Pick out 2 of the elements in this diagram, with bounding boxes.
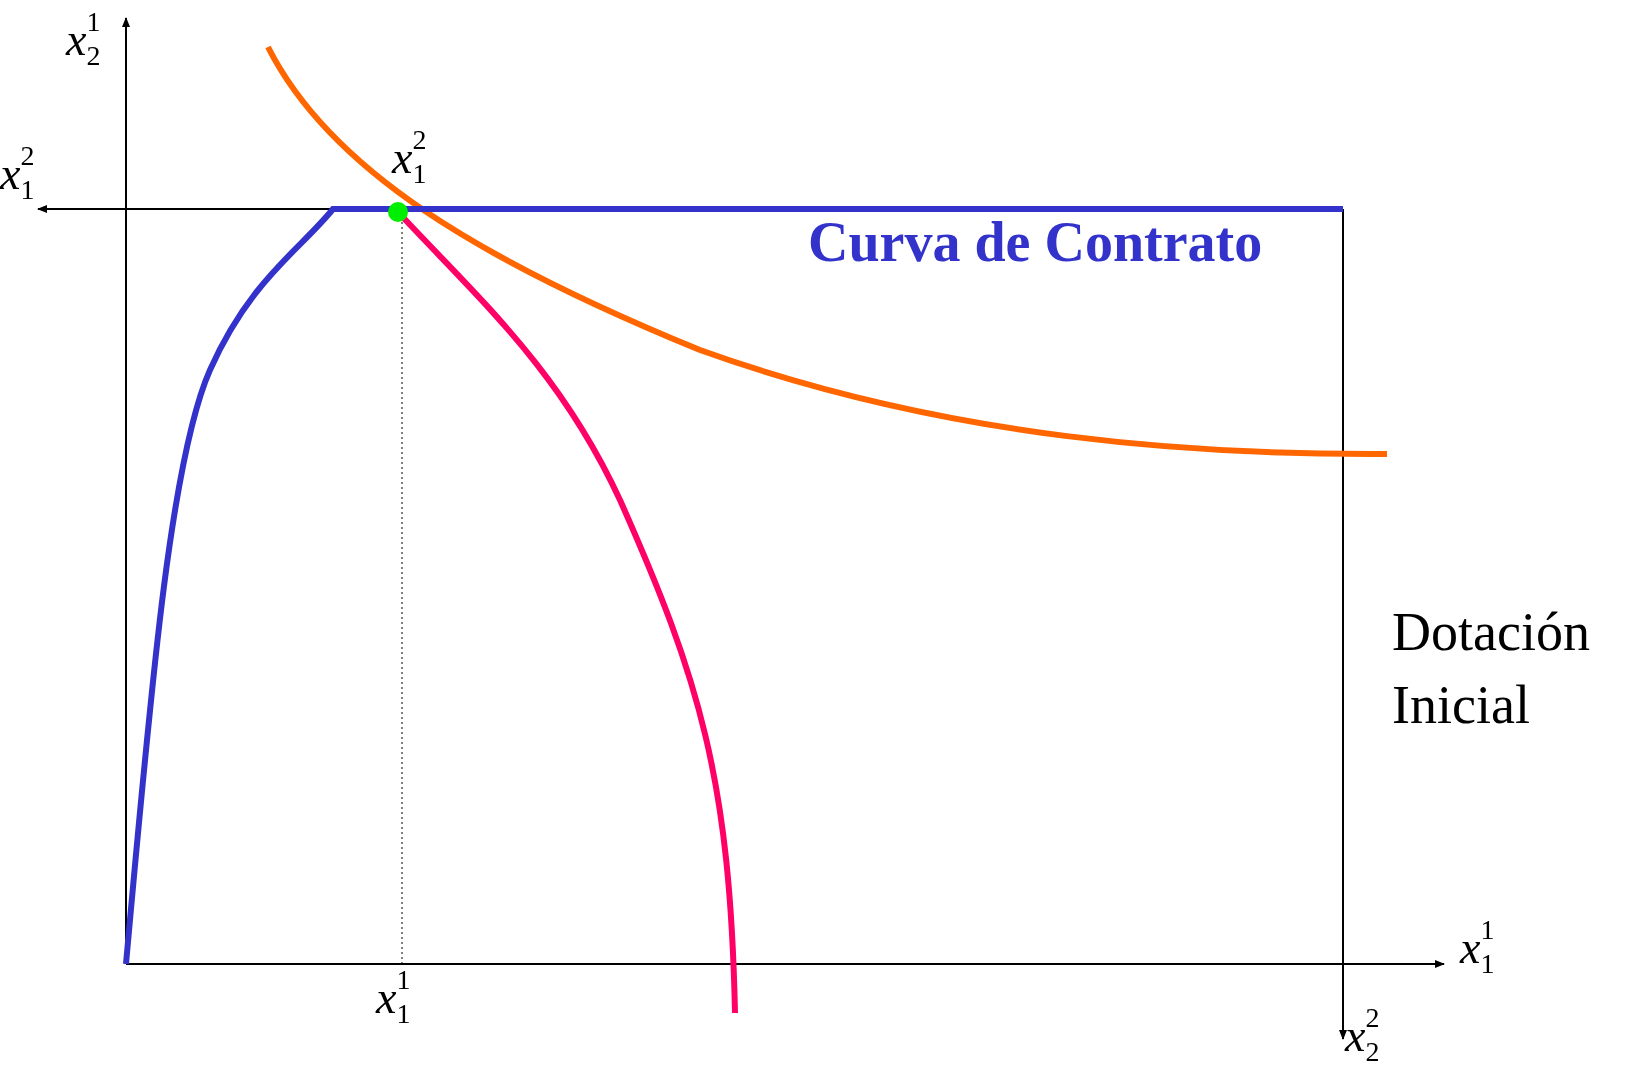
curve-label: Curva de Contrato: [808, 214, 1263, 270]
annotation-text: Dotación Inicial: [1392, 601, 1591, 737]
